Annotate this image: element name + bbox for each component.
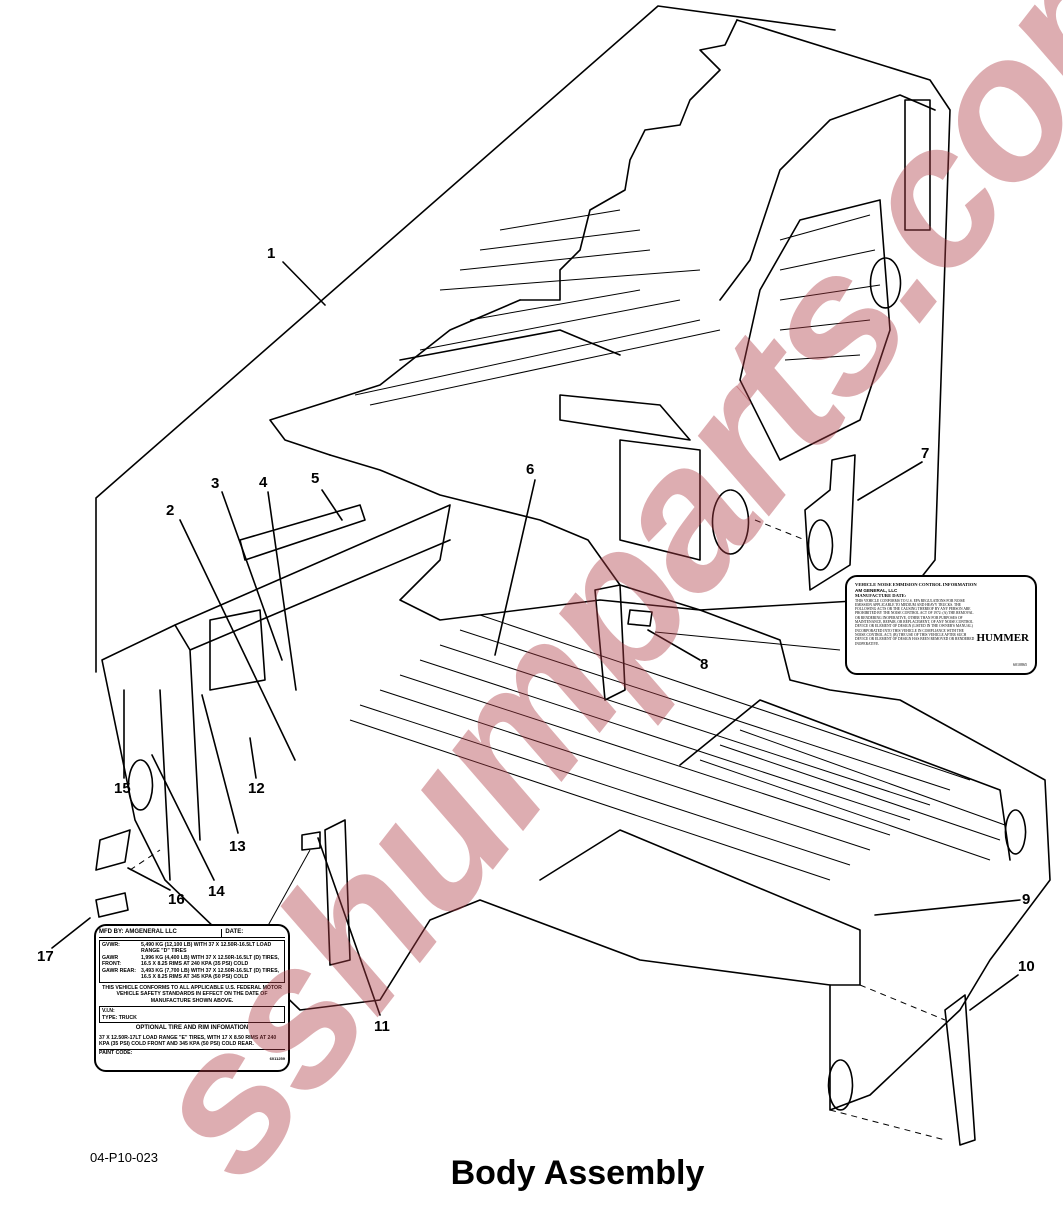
callout-12: 12 (248, 780, 265, 797)
noise-plate-part-no: 6010865 (1013, 662, 1027, 668)
optional-heading: OPTIONAL TIRE AND RIM INFOMATION (135, 1025, 249, 1031)
conformance-text: THIS VEHICLE CONFORMS TO ALL APPLICABLE … (102, 984, 282, 1004)
gawr-rear-label: GAWR REAR: (102, 967, 137, 974)
figure-id: 04-P10-023 (90, 1150, 158, 1165)
callout-14: 14 (208, 883, 225, 900)
gawr-rear-value: 3,493 KG (7,700 LB) WITH 37 X 12.50R-16.… (141, 967, 279, 981)
callout-17: 17 (37, 948, 54, 965)
type: TYPE: TRUCK (102, 1014, 137, 1021)
date: DATE: (221, 929, 285, 937)
callout-9: 9 (1022, 891, 1030, 908)
figure-title: Body Assembly (450, 1154, 705, 1192)
callout-8: 8 (700, 656, 708, 673)
callout-5: 5 (311, 470, 319, 487)
callout-3: 3 (211, 475, 219, 492)
mfd-by: MFD BY: AMGENERAL LLC (99, 929, 177, 935)
callout-13: 13 (229, 838, 246, 855)
noise-body-text: THIS VEHICLE CONFORMS TO U.S. EPA REGULA… (855, 598, 975, 646)
callout-10: 10 (1018, 958, 1035, 975)
gvwr-value: 5,490 KG (12,100 LB) WITH 37 X 12.50R-16… (141, 941, 272, 955)
callout-numbers: 1 2 3 4 5 6 7 8 9 10 11 12 13 14 15 16 1… (37, 245, 1035, 1035)
body-tub (101, 504, 1051, 1111)
optional-text: 37 X 12.50R-17LT LOAD RANGE "E" TIRES, W… (99, 1035, 285, 1050)
data-plate-part-no: 6011259 (269, 1056, 285, 1061)
noise-emission-plate: VEHICLE NOISE EMMISION CONTROL INFORMATI… (845, 575, 1037, 675)
callout-4: 4 (259, 474, 268, 491)
paint-code: PAINT CODE: (99, 1049, 133, 1056)
callout-leaders (51, 261, 1021, 1016)
gawr-front-value: 1,996 KG (4,400 LB) WITH 37 X 12.50R-16.… (141, 954, 279, 968)
callout-16: 16 (168, 891, 185, 908)
callout-1: 1 (267, 245, 275, 262)
callout-2: 2 (166, 502, 174, 519)
callout-11: 11 (374, 1018, 390, 1035)
callout-15: 15 (114, 780, 131, 797)
noise-manufacture-date: MANUFACTURE DATE: (855, 593, 907, 598)
hummer-logo: HUMMER (976, 632, 1029, 644)
gvwr-label: GVWR: (102, 941, 120, 948)
hardtop-cab (95, 5, 951, 673)
noise-company: AM GENERAL, LLC (855, 587, 898, 593)
vin: V.I.N: (102, 1008, 115, 1014)
vehicle-data-plate: MFD BY: AMGENERAL LLC DATE: GVWR: 5,490 KG… (94, 924, 290, 1072)
callout-6: 6 (526, 461, 534, 478)
gawr-front-label: GAWR FRONT: (102, 954, 122, 968)
callout-7: 7 (921, 445, 929, 462)
noise-heading: VEHICLE NOISE EMMISION CONTROL INFORMATI… (855, 582, 977, 587)
